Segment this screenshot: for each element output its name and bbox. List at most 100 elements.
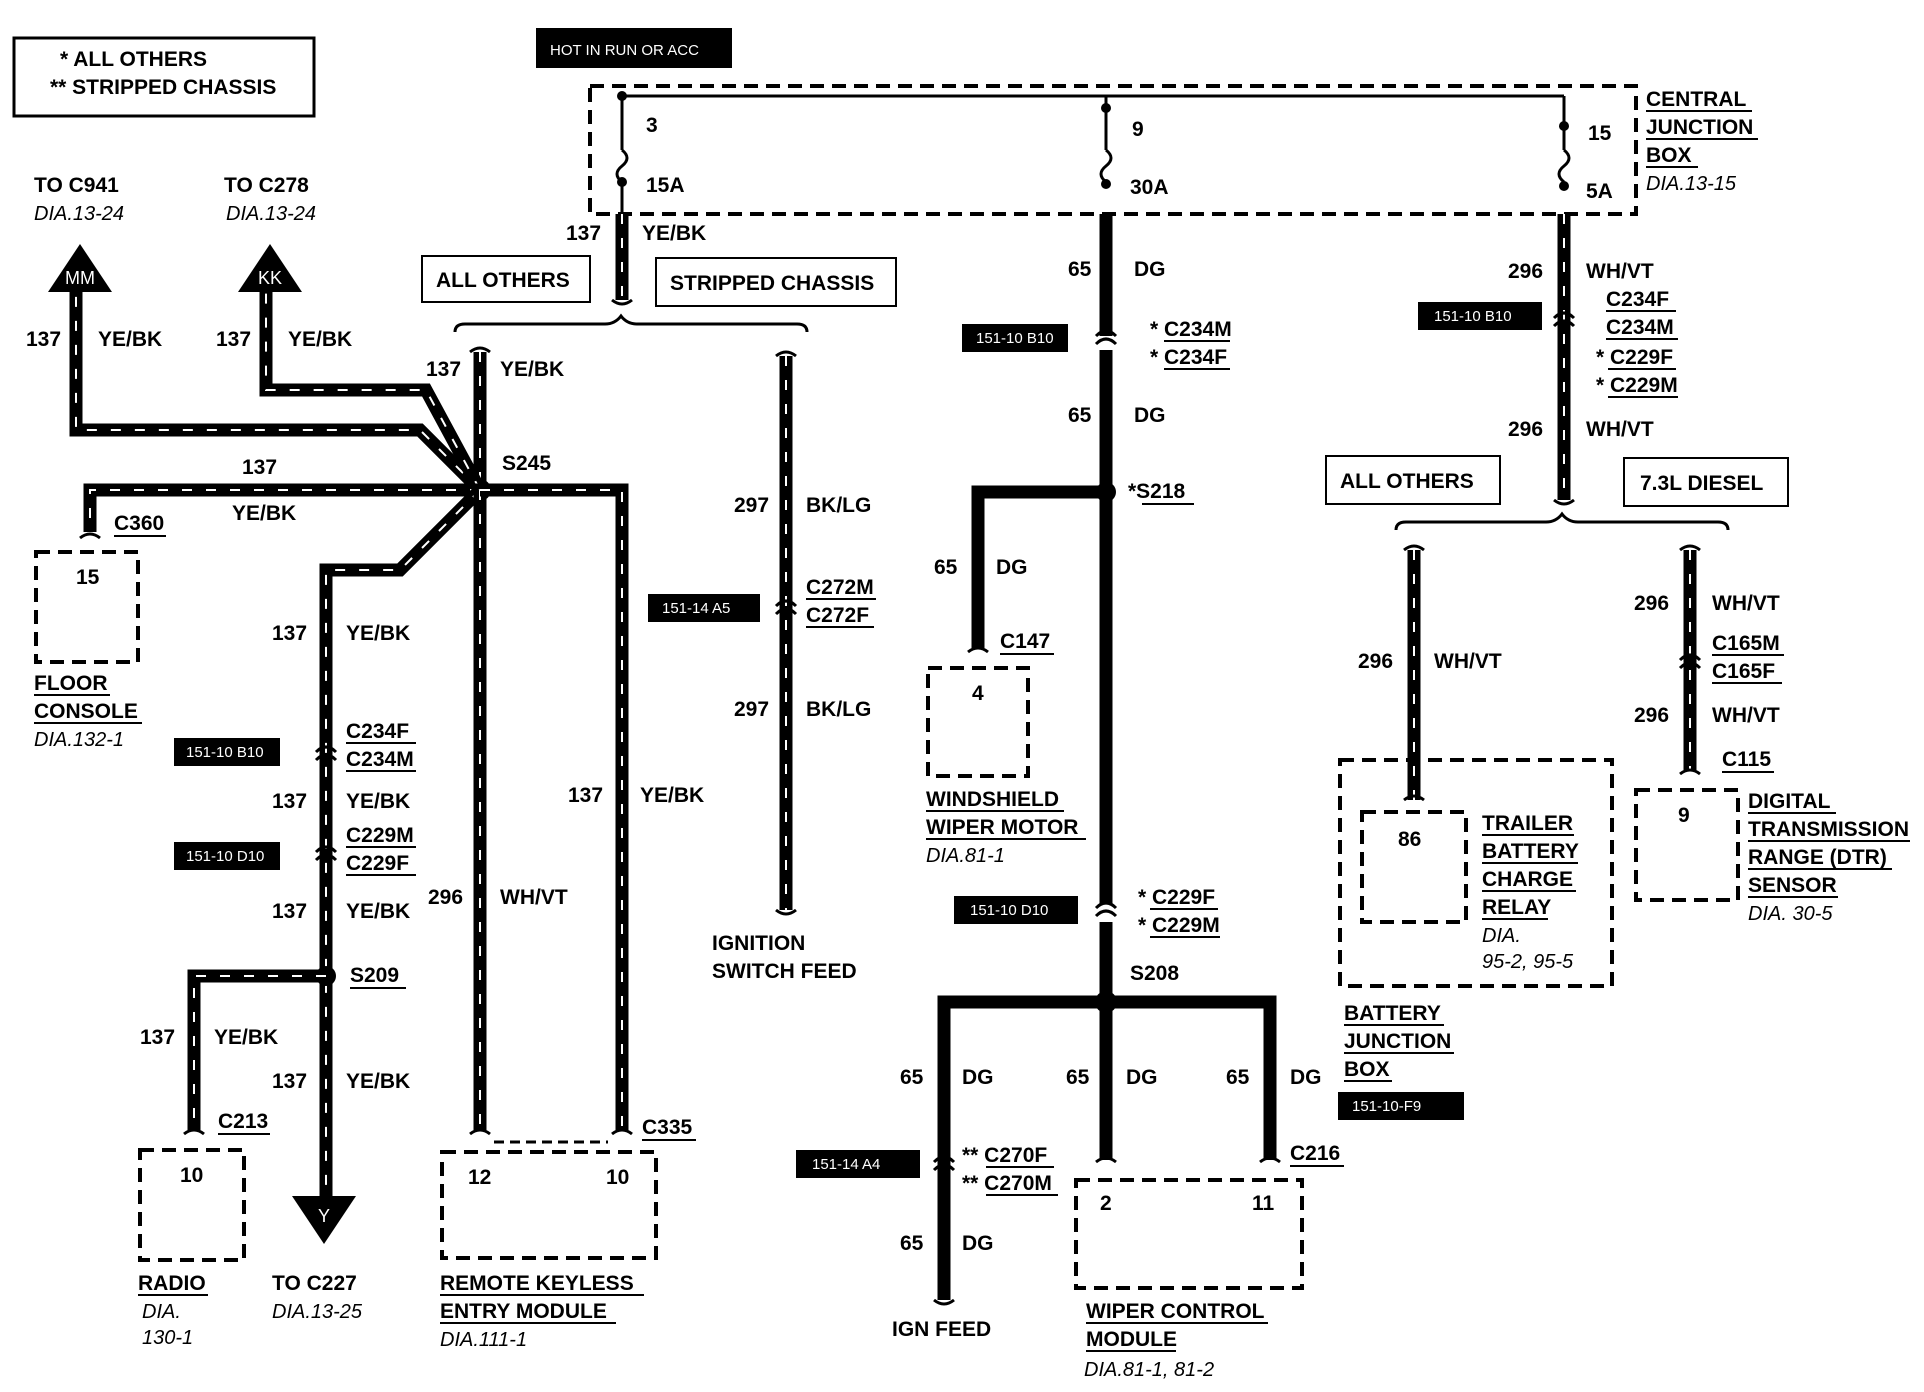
splices-s208-label: S208: [1130, 962, 1179, 985]
circuits-c137-label: 137: [272, 900, 307, 923]
radio-box: [138, 1148, 246, 1262]
circuits-c65-label: 65: [934, 556, 958, 579]
connectors-c229m-label: C229M: [346, 824, 414, 847]
dest-kk-dia: DIA.13-24: [226, 203, 316, 225]
circuits-c137-label: 137: [140, 1026, 175, 1049]
legend-stripped-chassis: ** STRIPPED CHASSIS: [50, 76, 276, 99]
circuits-wh-vt-label: WH/VT: [1586, 418, 1654, 441]
trailer-relay-name-1: TRAILER: [1482, 812, 1573, 835]
circuits-c137-label: 137: [272, 790, 307, 813]
refs-r-151-10-b10-label: 151-10 B10: [976, 330, 1054, 347]
circuits-ye-bk-label: YE/BK: [232, 502, 296, 525]
components-floor-console-dia-label: DIA.132-1: [34, 729, 124, 751]
destinations-kk-arrow-label: KK: [258, 268, 282, 288]
wiper-motor-name-1: WINDSHIELD: [926, 788, 1059, 811]
floor-console-name-1: FLOOR: [34, 672, 108, 695]
components-rke-dia-label: DIA.111-1: [440, 1329, 527, 1351]
connectors-c234f-label: C234F: [346, 720, 409, 743]
fuse-3-icon: [615, 148, 629, 184]
fuse-15-number: 15: [1588, 122, 1612, 145]
connectors-c272m-label: C272M: [806, 576, 874, 599]
circuits-ye-bk-label: YE/BK: [288, 328, 352, 351]
hot-in-run-label: HOT IN RUN OR ACC: [550, 42, 699, 59]
radio-name: RADIO: [138, 1272, 206, 1295]
fuse-9-icon: [1099, 148, 1113, 184]
fuse-9-number: 9: [1132, 118, 1144, 141]
cjb-name-2: JUNCTION: [1646, 116, 1753, 139]
dtr-sensor-box: [1634, 788, 1740, 902]
circuits-c296-label: 296: [1634, 704, 1669, 727]
legend-box: [12, 36, 316, 118]
ign-switch-name-1: IGNITION: [712, 932, 805, 955]
connectors-c270f-label: ** C270F: [962, 1144, 1047, 1167]
fuse-3-number: 3: [646, 114, 658, 137]
circuits-c296-label: 296: [1508, 260, 1543, 283]
components-floor-console-pin-label: 15: [76, 566, 100, 589]
rke-name-2: ENTRY MODULE: [440, 1300, 607, 1323]
circuits-c65-label: 65: [1066, 1066, 1090, 1089]
circuits-c65-label: 65: [1068, 258, 1092, 281]
refs-r-151-14-a5-label: 151-14 A5: [662, 600, 730, 617]
trailer-relay-name-4: RELAY: [1482, 896, 1551, 919]
circuits-dg-label: DG: [996, 556, 1028, 579]
circuits-ye-bk-label: YE/BK: [346, 1070, 410, 1093]
floor-console-name-2: CONSOLE: [34, 700, 138, 723]
arrow-kk-icon: [238, 244, 302, 292]
circuits-ye-bk-label: YE/BK: [642, 222, 706, 245]
circuits-c65-label: 65: [1068, 404, 1092, 427]
dest-y-to: TO C227: [272, 1272, 357, 1295]
circuits-c137-label: 137: [26, 328, 61, 351]
dtr-name-1: DIGITAL: [1748, 790, 1831, 813]
trailer-relay-box: [1360, 810, 1468, 924]
variant-bracket-left: [453, 313, 809, 333]
circuits-wh-vt-label: WH/VT: [1712, 592, 1780, 615]
circuits-c137-label: 137: [426, 358, 461, 381]
refs-r-151-10-b10-label: 151-10 B10: [186, 744, 264, 761]
components-wiper-motor-dia-label: DIA.81-1: [926, 845, 1005, 867]
splices-s218-label: *S218: [1128, 480, 1186, 503]
fuse-15-rating: 5A: [1586, 180, 1613, 203]
circuits-c297-label: 297: [734, 494, 769, 517]
ref-box: [174, 738, 280, 766]
circuits-ye-bk-label: YE/BK: [640, 784, 704, 807]
variant-stripped-chassis: STRIPPED CHASSIS: [670, 272, 874, 295]
floor-console-box: [34, 550, 140, 664]
circuits-dg-label: DG: [962, 1232, 994, 1255]
components-wiper-control-pin-a-label: 2: [1100, 1192, 1112, 1215]
dtr-name-2: TRANSMISSION: [1748, 818, 1909, 841]
wiper-control-name-1: WIPER CONTROL: [1086, 1300, 1265, 1323]
circuits-c137-label: 137: [272, 1070, 307, 1093]
ign-switch-name-2: SWITCH FEED: [712, 960, 857, 983]
variant-all-others-right: ALL OTHERS: [1340, 470, 1474, 493]
circuits-c137-label: 137: [568, 784, 603, 807]
components-dtr-dia-label: DIA. 30-5: [1748, 903, 1833, 925]
dest-mm-dia: DIA.13-24: [34, 203, 124, 225]
connectors-c216-label: C216: [1290, 1142, 1340, 1165]
arrow-y-icon: [292, 1196, 356, 1244]
components-trailer-relay-pin-label: 86: [1398, 828, 1421, 851]
connectors-c234f-label: C234F: [1606, 288, 1669, 311]
refs-r-151-14-a4-label: 151-14 A4: [812, 1156, 880, 1173]
circuits-c296-label: 296: [1358, 650, 1393, 673]
components-wiper-control-pin-b-label: 11: [1252, 1192, 1275, 1215]
legend-all-others: * ALL OTHERS: [60, 48, 207, 71]
connectors-c270m-label: ** C270M: [962, 1172, 1052, 1195]
cjb-name-1: CENTRAL: [1646, 88, 1746, 111]
circuits-dg-label: DG: [962, 1066, 994, 1089]
connectors-c234m-label: C234M: [346, 748, 414, 771]
circuits-wh-vt-label: WH/VT: [500, 886, 568, 909]
circuits-wh-vt-label: WH/VT: [1712, 704, 1780, 727]
battery-jb-name-3: BOX: [1344, 1058, 1390, 1081]
components-trailer-relay-dia1-label: DIA.: [1482, 925, 1521, 947]
connectors-c165f-label: C165F: [1712, 660, 1775, 683]
variant-diesel: 7.3L DIESEL: [1640, 472, 1763, 495]
circuits-c137-label: 137: [272, 622, 307, 645]
circuits-c137-label: 137: [566, 222, 601, 245]
destinations-y-arrow-label: Y: [318, 1206, 330, 1226]
components-radio-dia2-label: 130-1: [142, 1327, 193, 1349]
connectors-c234m-star-label: * C234M: [1150, 318, 1232, 341]
dtr-name-3: RANGE (DTR): [1748, 846, 1887, 869]
connectors-c272f-label: C272F: [806, 604, 869, 627]
connectors-c335-label: C335: [642, 1116, 693, 1139]
circuits-c137-label: 137: [242, 456, 277, 479]
